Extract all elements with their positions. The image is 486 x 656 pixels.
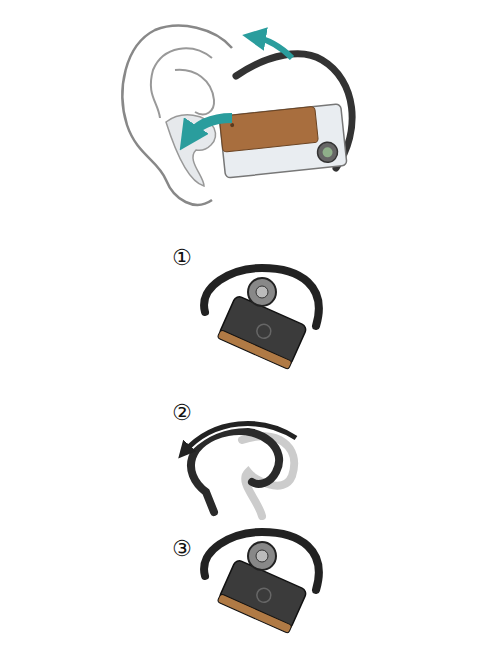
headset-body: [219, 104, 347, 178]
ear-helix: [151, 48, 212, 118]
hook-pivot-cap: [322, 147, 333, 158]
arrow-outline: [184, 424, 296, 452]
rotation-arrow: [184, 424, 296, 452]
headset-step-1: [204, 268, 319, 370]
hook-pivot: [317, 141, 339, 163]
callout-number: ③: [172, 538, 192, 560]
ear-antihelix: [175, 70, 214, 115]
direction-arrow: [254, 37, 292, 58]
ear-outline: [122, 26, 232, 205]
wood-panel: [219, 106, 318, 152]
indicator-light: [230, 123, 234, 127]
headset-step-3: [204, 532, 319, 634]
callout-number: ①: [172, 247, 192, 269]
direction-arrow: [188, 118, 232, 138]
ear-hook-after: [191, 431, 279, 512]
callout-number: ②: [172, 402, 192, 424]
